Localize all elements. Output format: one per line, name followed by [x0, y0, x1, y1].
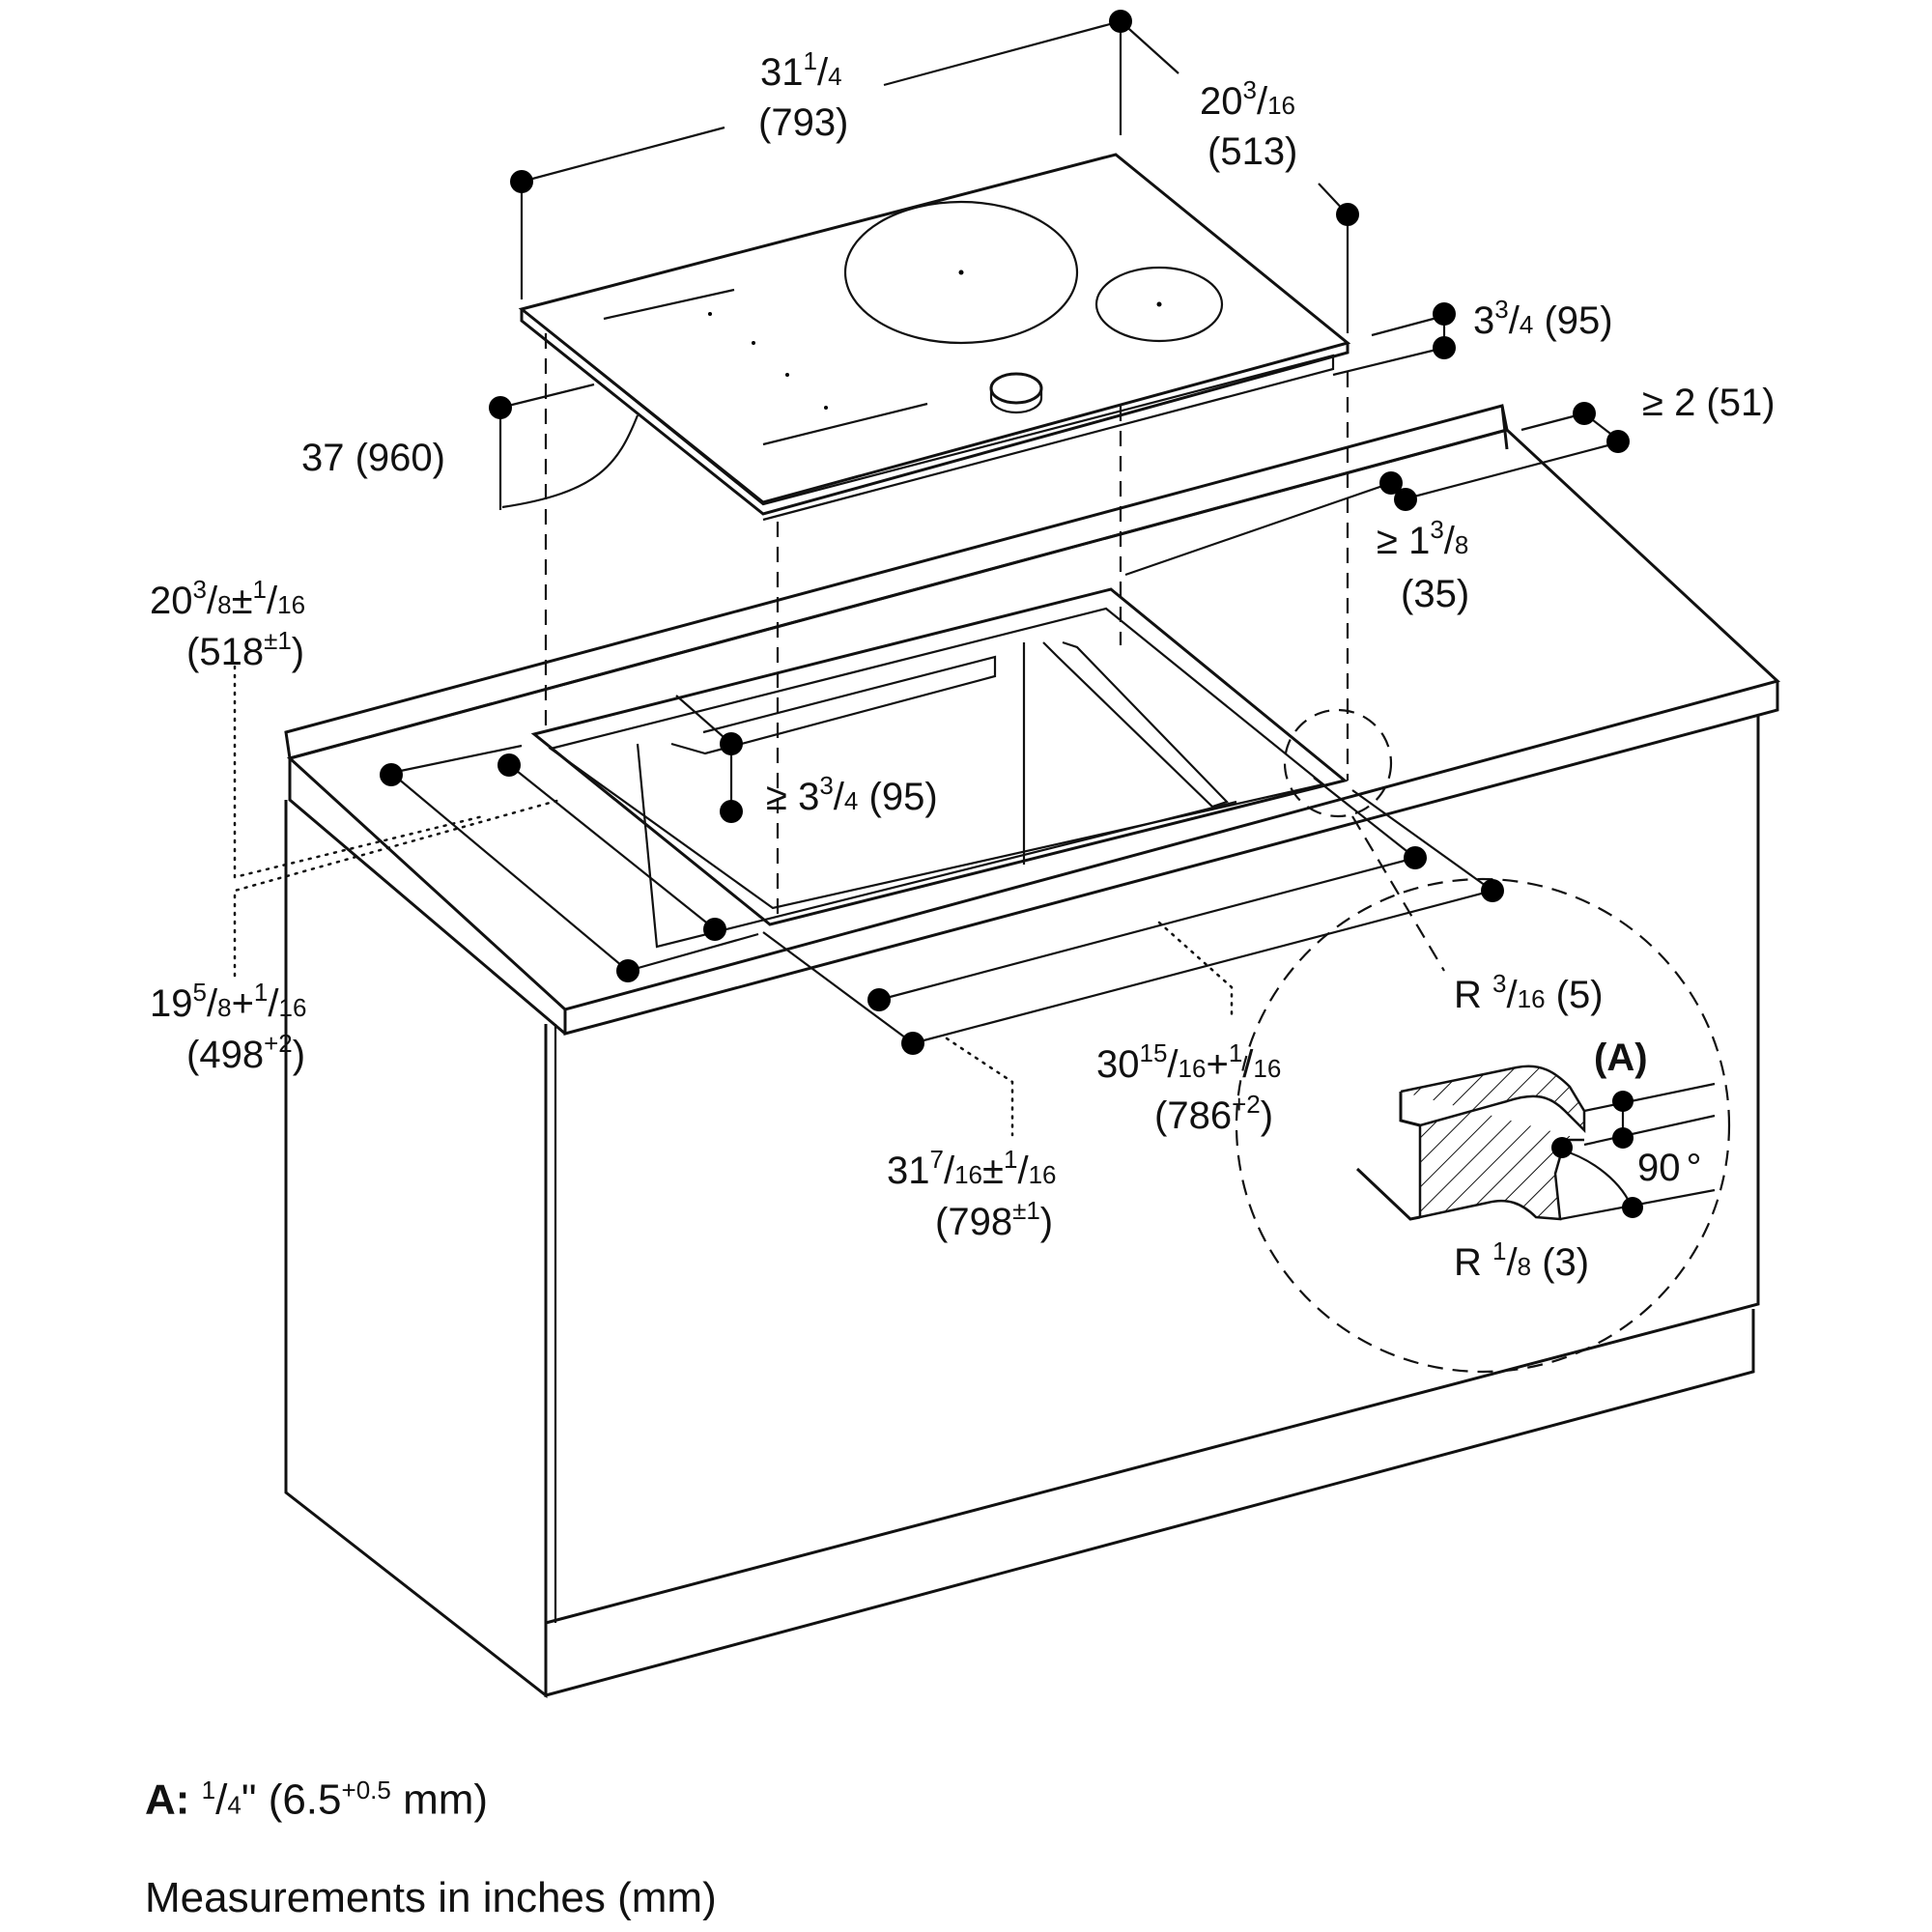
- leader-outer-width: [945, 1037, 1014, 1137]
- slider-line-top: [603, 288, 735, 321]
- label-cutout-depth-outer-mm: (518±1): [186, 626, 304, 673]
- note-a-num: 1: [201, 1776, 216, 1804]
- leader-inner-depth: [233, 798, 562, 978]
- cabinet-interior: [636, 743, 1237, 949]
- label-cutout-width-outer-mm: (798±1): [935, 1196, 1053, 1243]
- label-cutout-depth-inner: 195/8+1/16: [150, 978, 306, 1025]
- angle-arc: [1559, 1148, 1634, 1210]
- note-a-den: 4: [227, 1790, 242, 1820]
- counter-section: [1400, 1065, 1586, 1221]
- label-cutout-width-inner: 3015/16+1/16: [1096, 1038, 1281, 1086]
- leader-outer-depth: [233, 665, 485, 879]
- label-marker-a: (A): [1594, 1037, 1648, 1079]
- control-knob: [989, 372, 1043, 405]
- large-burner: [843, 200, 1079, 345]
- note-a-sup: +0.5: [341, 1776, 391, 1804]
- cooktop-glass-top: [518, 153, 1351, 504]
- cooktop: [501, 153, 1351, 522]
- detail-edge-profile: [1355, 1065, 1716, 1221]
- note-a-dimension: A: 1/4" (6.5+0.5 mm): [145, 1776, 489, 1824]
- label-cooktop-width: 311/4: [760, 46, 842, 94]
- label-cutout-depth-outer: 203/8±1/16: [150, 575, 305, 622]
- countertop: [284, 404, 1781, 1036]
- backsplash: [284, 404, 1509, 760]
- label-cable-length: 37 (960): [301, 437, 445, 479]
- cabinet: [284, 715, 1760, 1699]
- note-a-key: A:: [145, 1776, 190, 1824]
- cabinet-side: [284, 800, 548, 1699]
- small-burner: [1094, 266, 1224, 343]
- label-cooktop-width-mm: (793): [758, 101, 848, 144]
- cutout-outer: [530, 587, 1349, 926]
- label-back-clearance: ≥ 2 (51): [1642, 382, 1776, 424]
- projection-lines: [544, 333, 1731, 1374]
- note-a-value: " (6.5: [241, 1776, 342, 1824]
- cooktop-edge: [520, 309, 1350, 516]
- label-front-clearance: ≥ 13/8: [1377, 515, 1468, 562]
- label-radius-top: R 3/16 (5): [1454, 969, 1604, 1016]
- label-cooktop-height: 33/4 (95): [1473, 295, 1613, 342]
- label-cutout-depth-inner-mm: (498+2): [186, 1029, 305, 1076]
- note-a-unit: mm): [390, 1776, 489, 1824]
- label-cooktop-depth: 203/16: [1200, 75, 1295, 123]
- label-cutout-width-inner-mm: (786+2): [1154, 1090, 1273, 1137]
- cabinet-front: [544, 715, 1760, 1625]
- labels: 311/4 (793) 203/16 (513) 33/4 (95) 37 (9…: [150, 46, 1776, 1284]
- label-front-clearance-mm: (35): [1401, 573, 1469, 615]
- cooktop-housing: [545, 327, 1335, 522]
- counter-front-edge: [563, 681, 1779, 1036]
- note-units: Measurements in inches (mm): [145, 1874, 717, 1921]
- power-cable: [501, 414, 639, 509]
- cabinet-plinth: [544, 1309, 1755, 1697]
- label-min-depth-below: ≥ 33/4 (95): [766, 771, 938, 818]
- label-cutout-width-outer: 317/16±1/16: [887, 1145, 1056, 1192]
- label-radius-bottom: R 1/8 (3): [1454, 1236, 1589, 1284]
- dimension-markers: [380, 10, 1630, 1055]
- counter-surface: [286, 428, 1781, 1011]
- detail-magnified-circle: [1235, 877, 1731, 1374]
- dimension-lines: [233, 19, 1624, 1137]
- slider-line-bottom: [762, 402, 928, 446]
- label-cooktop-depth-mm: (513): [1208, 130, 1297, 173]
- leader-inner-width: [1157, 921, 1234, 1016]
- detail-callout-circle: [1283, 708, 1393, 818]
- label-angle: 90°: [1637, 1147, 1702, 1189]
